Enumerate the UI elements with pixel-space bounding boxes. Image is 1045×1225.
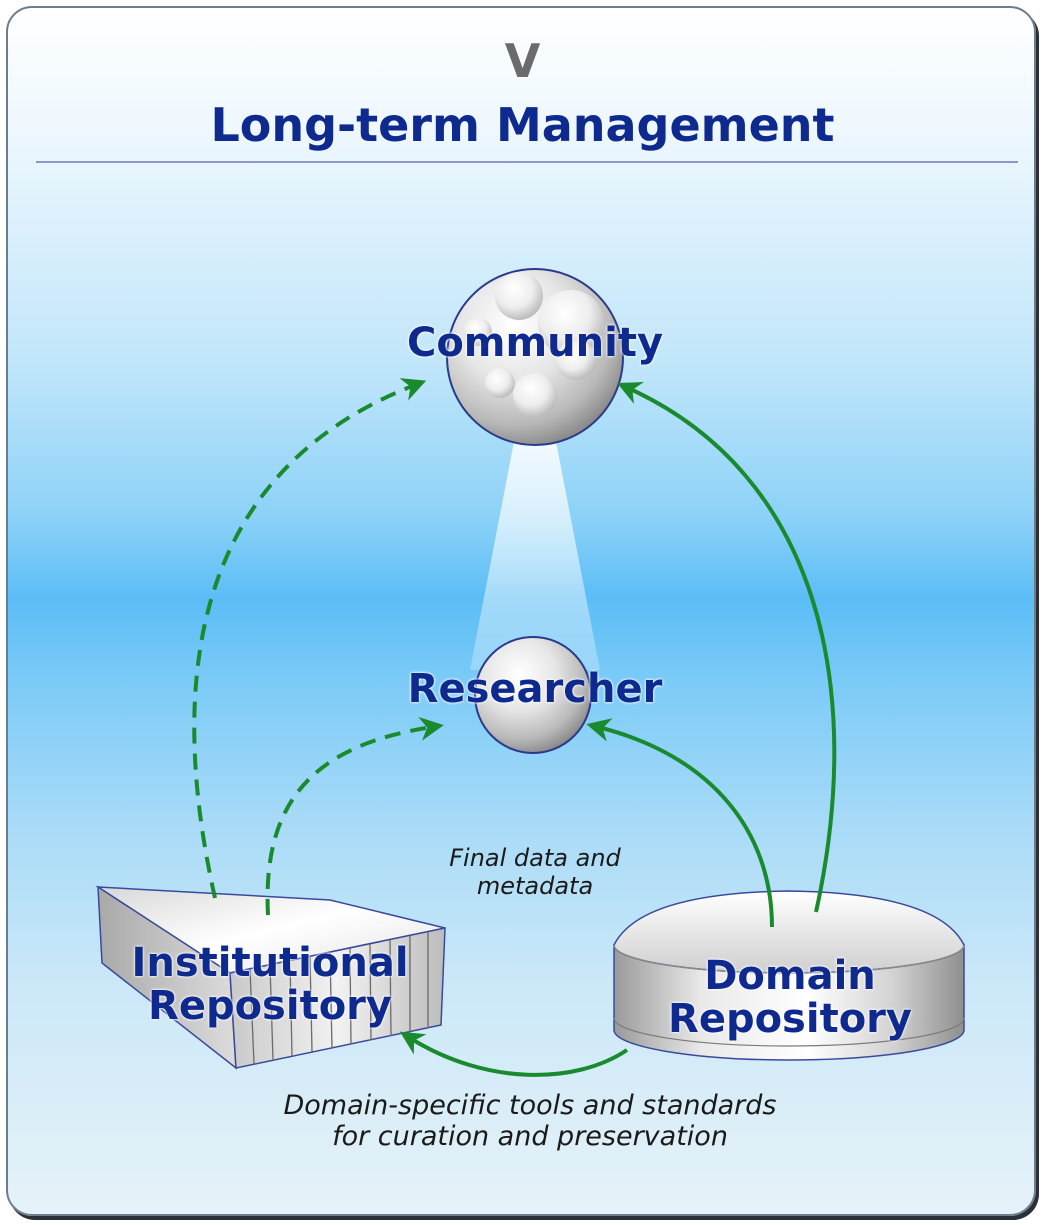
arrow-domain-to-community xyxy=(617,382,837,913)
light-beam xyxy=(470,400,600,670)
section-number: V xyxy=(504,34,541,88)
final-data-line2: metadata xyxy=(476,871,594,900)
title-divider xyxy=(36,161,1018,163)
researcher-label: Researcher xyxy=(407,666,663,712)
domain-label-line2: Repository xyxy=(668,996,912,1043)
arrow-domain-to-institutional xyxy=(399,1031,629,1077)
researcher-sphere-icon xyxy=(474,636,592,754)
institutional-label-line2: Repository xyxy=(148,983,392,1030)
arrow-institutional-to-community xyxy=(192,378,427,899)
institutional-repository-icon xyxy=(95,885,446,1070)
community-sphere-icon xyxy=(446,268,624,446)
domain-repository-label: Domain Repository xyxy=(640,953,940,1043)
institutional-label-line1: Institutional xyxy=(131,940,409,986)
tools-line1: Domain-specific tools and standards xyxy=(283,1090,777,1121)
tools-annotation: Domain-specific tools and standards for … xyxy=(240,1090,820,1152)
tools-line2: for curation and preservation xyxy=(332,1121,728,1153)
arrow-institutional-to-researcher xyxy=(265,716,444,916)
domain-label-line1: Domain xyxy=(704,953,876,999)
page-title: Long-term Management xyxy=(210,98,835,152)
domain-repository-icon xyxy=(613,890,965,1061)
community-label: Community xyxy=(406,320,664,366)
institutional-repository-label: Institutional Repository xyxy=(110,940,430,1030)
final-data-annotation: Final data and metadata xyxy=(405,844,665,900)
arrow-domain-to-researcher xyxy=(586,718,774,928)
final-data-line1: Final data and xyxy=(449,844,621,872)
